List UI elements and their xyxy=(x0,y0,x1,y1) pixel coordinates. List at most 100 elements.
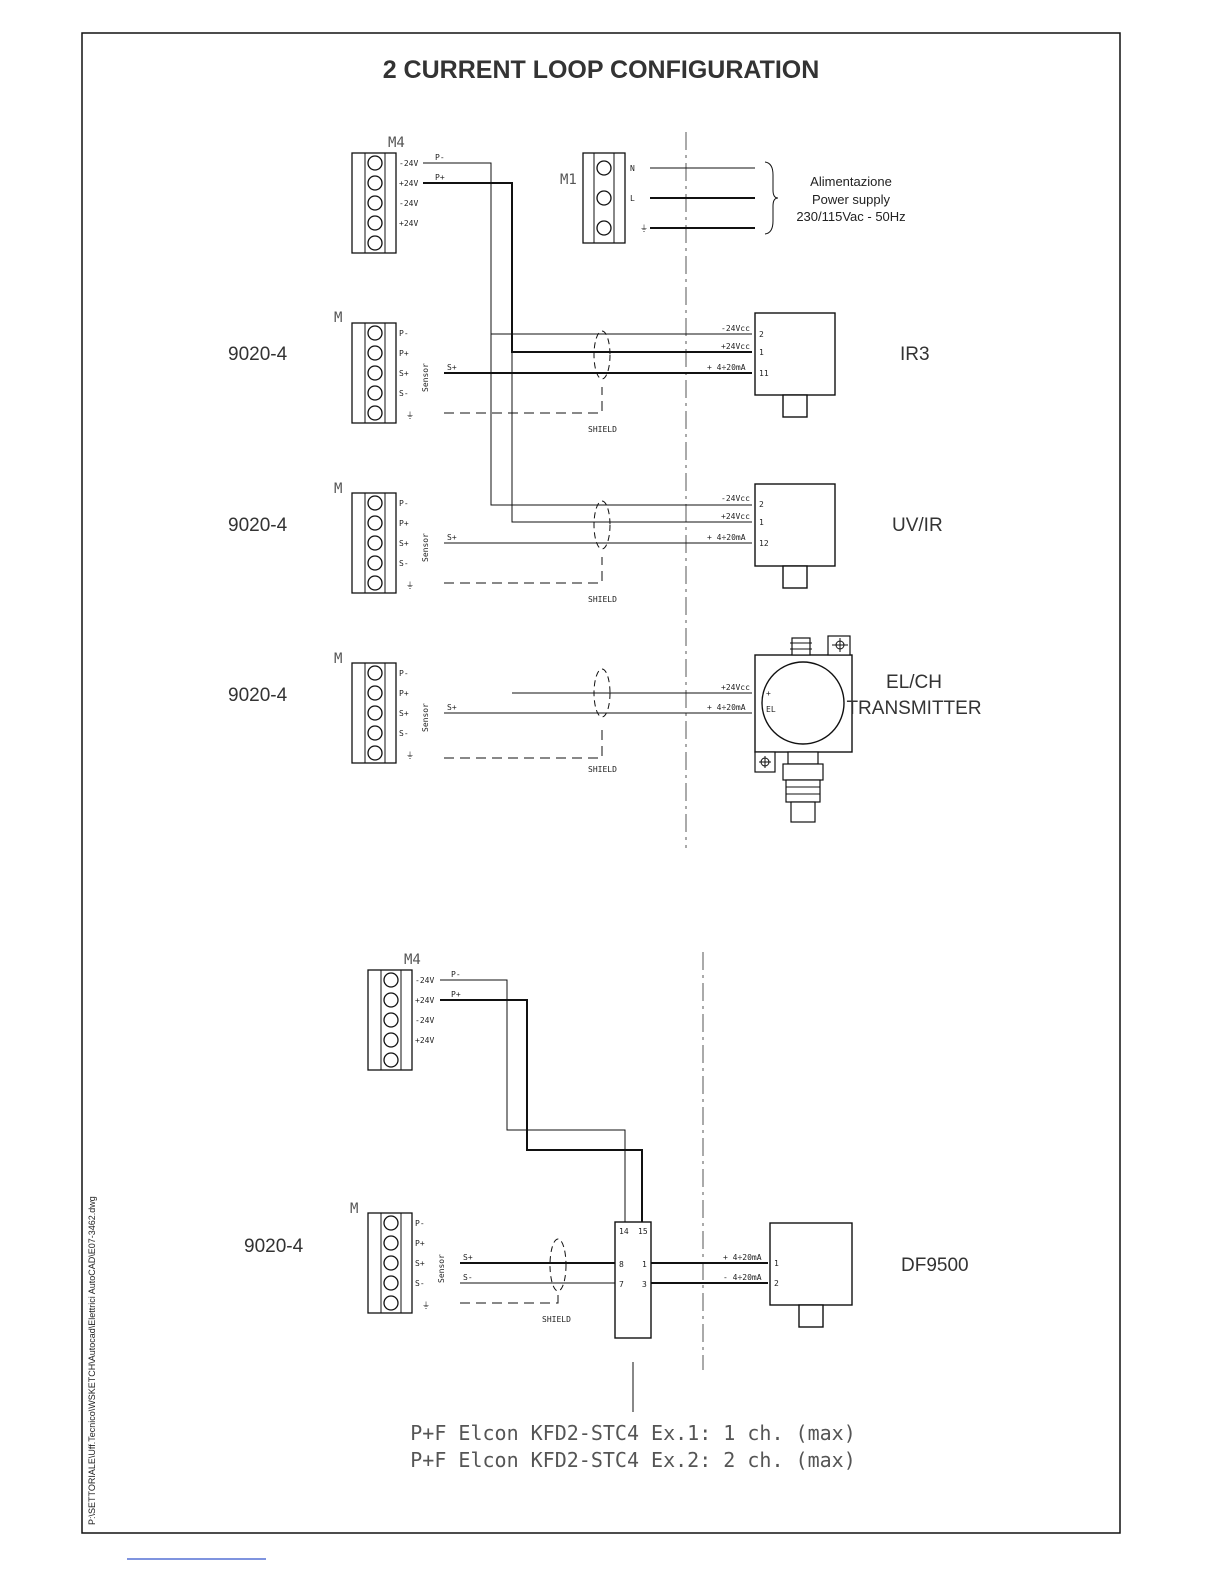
row3-pin-2: P+ xyxy=(399,689,409,698)
m4-bottom-pin-4: +24V xyxy=(415,1036,434,1045)
row1-term-3-num: 11 xyxy=(759,369,769,378)
bottom-shield-label: SHIELD xyxy=(542,1315,571,1324)
supply-label-3: 230/115Vac - 50Hz xyxy=(796,209,905,224)
row2-term-3-num: 12 xyxy=(759,539,769,548)
m1-pin-ground: ⏚ xyxy=(640,224,648,233)
barrier-term-3: 3 xyxy=(642,1280,647,1289)
row2-term-1-label: -24Vcc xyxy=(721,494,750,503)
m1-terminal-block: M1 N L ⏚ Alimentazione Power supply 230/… xyxy=(560,152,906,244)
df9500-term-1-label: + 4÷20mA xyxy=(723,1253,762,1262)
row3-shield-label: SHIELD xyxy=(588,765,617,774)
row1-term-1-num: 2 xyxy=(759,330,764,339)
diagram-title: 2 CURRENT LOOP CONFIGURATION xyxy=(383,56,820,84)
row1-term-1-label: -24Vcc xyxy=(721,324,750,333)
row3-device-name-1: EL/CH xyxy=(886,672,942,693)
row1-wire-label: S+ xyxy=(447,363,457,372)
file-path-label: P:\SETTORIALE\Uff.Tecnico\WSKETCH\Autoca… xyxy=(87,1196,97,1525)
m4-top-wire-pplus: P+ xyxy=(435,173,445,182)
m4-top-label: M4 xyxy=(388,135,405,151)
m4-bottom-pin-2: +24V xyxy=(415,996,434,1005)
m4-bottom-pin-3: -24V xyxy=(415,1016,434,1025)
m4-top-wire-pminus: P- xyxy=(435,153,445,162)
row1-pin-4: S- xyxy=(399,389,409,398)
row2-term-3-label: + 4÷20mA xyxy=(707,533,746,542)
row1-term-2-num: 1 xyxy=(759,348,764,357)
m4-bottom-pin-1: -24V xyxy=(415,976,434,985)
row2-term-2-label: +24Vcc xyxy=(721,512,750,521)
row1-pin-2: P+ xyxy=(399,349,409,358)
barrier-term-14: 14 xyxy=(619,1227,629,1236)
row2-pin-1: P- xyxy=(399,499,409,508)
wire-p-plus-uvir xyxy=(511,352,752,523)
row2-pin-5: ⏚ xyxy=(406,581,414,590)
row2-term-1-num: 2 xyxy=(759,500,764,509)
row2-model: 9020-4 xyxy=(228,515,288,536)
m4-top-pin-4: +24V xyxy=(399,219,418,228)
row3-term-1-num: + xyxy=(766,689,771,698)
row2-wire-label: S+ xyxy=(447,533,457,542)
m4-terminal-block-top: M4 -24V +24V -24V +24V P- P+ xyxy=(351,135,445,254)
row1-pin-3: S+ xyxy=(399,369,409,378)
m1-pin-l: L xyxy=(630,194,635,203)
m4-bottom-wire-pminus: P- xyxy=(451,970,461,979)
barrier-module xyxy=(614,1221,652,1339)
df9500-device-name: DF9500 xyxy=(901,1255,969,1276)
supply-label-2: Power supply xyxy=(812,192,891,207)
barrier-term-8: 8 xyxy=(619,1260,624,1269)
m4-bottom-wire-pplus: P+ xyxy=(451,990,461,999)
m4-top-pin-2: +24V xyxy=(399,179,418,188)
row1-pin-5: ⏚ xyxy=(406,411,414,420)
barrier-note-2: P+F Elcon KFD2-STC4 Ex.2: 2 ch. (max) xyxy=(410,1448,856,1472)
row3-device-name-2: TRANSMITTER xyxy=(846,698,981,719)
row2-shield-label: SHIELD xyxy=(588,595,617,604)
row1-device-name: IR3 xyxy=(900,344,930,365)
row3-pin-5: ⏚ xyxy=(406,751,414,760)
bottom-pin-4: S- xyxy=(415,1279,425,1288)
row-uvir: 9020-4 M P- P+ S+ S- ⏚ Sensor S+ SHIELD … xyxy=(228,481,943,604)
row3-pin-4: S- xyxy=(399,729,409,738)
m4-terminal-block-bottom: M4 -24V +24V -24V +24V P- P+ xyxy=(367,952,461,1071)
m4-top-pin-1: -24V xyxy=(399,159,418,168)
row1-term-3-label: + 4÷20mA xyxy=(707,363,746,372)
bottom-wire-splus: S+ xyxy=(463,1253,473,1262)
row2-module-label: M xyxy=(334,481,342,497)
uvir-device-box xyxy=(754,483,836,567)
bottom-sensor-label: Sensor xyxy=(437,1254,446,1283)
barrier-term-1: 1 xyxy=(642,1260,647,1269)
row3-pin-1: P- xyxy=(399,669,409,678)
df9500-term-2-label: - 4÷20mA xyxy=(723,1273,762,1282)
df9500-term-1-num: 1 xyxy=(774,1259,779,1268)
m4-top-pin-3: -24V xyxy=(399,199,418,208)
wire-p-minus-ir3 xyxy=(423,162,752,335)
row1-term-2-label: +24Vcc xyxy=(721,342,750,351)
m1-pin-n: N xyxy=(630,164,635,173)
barrier-note-1: P+F Elcon KFD2-STC4 Ex.1: 1 ch. (max) xyxy=(410,1421,856,1445)
row2-pin-4: S- xyxy=(399,559,409,568)
row1-pin-1: P- xyxy=(399,329,409,338)
row3-term-2-label: + 4÷20mA xyxy=(707,703,746,712)
wire-p-plus-ir3 xyxy=(423,182,752,353)
wire-bottom-p-plus xyxy=(440,999,643,1222)
row3-term-1-label: +24Vcc xyxy=(721,683,750,692)
row1-module-label: M xyxy=(334,310,342,326)
bottom-pin-2: P+ xyxy=(415,1239,425,1248)
barrier-term-15: 15 xyxy=(638,1227,648,1236)
elch-device-box xyxy=(754,654,853,753)
sheet-border xyxy=(81,32,1121,1534)
bottom-pin-3: S+ xyxy=(415,1259,425,1268)
df9500-term-2-num: 2 xyxy=(774,1279,779,1288)
wire-p-minus-uvir xyxy=(490,334,752,506)
bottom-model: 9020-4 xyxy=(244,1236,304,1257)
row3-pin-3: S+ xyxy=(399,709,409,718)
row1-model: 9020-4 xyxy=(228,344,288,365)
wire-bottom-p-minus xyxy=(440,979,626,1222)
ir3-device-box xyxy=(754,312,836,396)
row-elch: 9020-4 M P- P+ S+ S- ⏚ Sensor S+ SHIELD … xyxy=(228,635,982,823)
row2-term-2-num: 1 xyxy=(759,518,764,527)
row1-shield-label: SHIELD xyxy=(588,425,617,434)
row2-pin-3: S+ xyxy=(399,539,409,548)
row-ir3: 9020-4 M P- P+ S+ S- ⏚ Sensor S+ SHIELD … xyxy=(228,310,930,434)
row3-wire-label: S+ xyxy=(447,703,457,712)
row2-sensor-label: Sensor xyxy=(421,533,430,562)
